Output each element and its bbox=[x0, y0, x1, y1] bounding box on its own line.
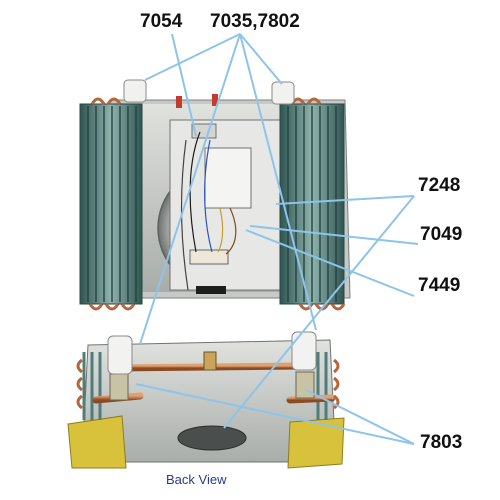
valve-actuator-bottom-right bbox=[291, 331, 317, 371]
bottom-copper-bends bbox=[76, 358, 340, 410]
left-coil bbox=[79, 103, 143, 305]
leader-7054 bbox=[171, 33, 197, 137]
callout-7049: 7049 bbox=[420, 224, 463, 245]
leader-7035-7802-d bbox=[239, 33, 317, 331]
top-unit bbox=[79, 79, 351, 311]
cable-clamp bbox=[196, 286, 226, 294]
left-coil-fins bbox=[87, 106, 137, 302]
back-view-caption: Back View bbox=[166, 472, 227, 487]
wiring bbox=[180, 131, 237, 291]
bottom-unit bbox=[67, 331, 345, 469]
drain-pan-left bbox=[67, 415, 127, 469]
valve-actuator-right bbox=[271, 81, 295, 105]
leader-7803-b bbox=[305, 389, 415, 445]
leader-7049 bbox=[249, 225, 419, 245]
control-board bbox=[204, 147, 252, 209]
valve-body-right bbox=[295, 371, 315, 399]
sensor-probe-2 bbox=[212, 94, 218, 106]
leader-lines bbox=[135, 33, 419, 445]
leader-7035-7802-c bbox=[239, 33, 283, 85]
callout-7449: 7449 bbox=[418, 275, 461, 296]
leader-7803-a bbox=[135, 383, 415, 445]
callout-7803: 7803 bbox=[420, 432, 463, 453]
callout-7248: 7248 bbox=[418, 175, 461, 196]
valve-body-left bbox=[109, 373, 129, 401]
leader-7035-7802-b bbox=[139, 33, 241, 345]
callout-7054: 7054 bbox=[140, 11, 183, 32]
leader-7035-7802-a bbox=[144, 33, 241, 81]
valve-actuator-left bbox=[123, 79, 147, 103]
valve-actuator-bottom-left bbox=[107, 335, 133, 375]
leader-7248-b bbox=[223, 195, 415, 429]
fan-outlet bbox=[177, 425, 247, 451]
callout-7035-7802: 7035,7802 bbox=[210, 11, 300, 32]
bottom-coil-rows bbox=[82, 352, 328, 420]
leader-7449 bbox=[245, 229, 415, 297]
leader-7248-a bbox=[275, 195, 415, 205]
sensor-probe bbox=[176, 96, 182, 108]
drain-pan-right bbox=[287, 417, 345, 469]
flow-fitting bbox=[203, 351, 217, 371]
terminal-block bbox=[189, 249, 229, 265]
